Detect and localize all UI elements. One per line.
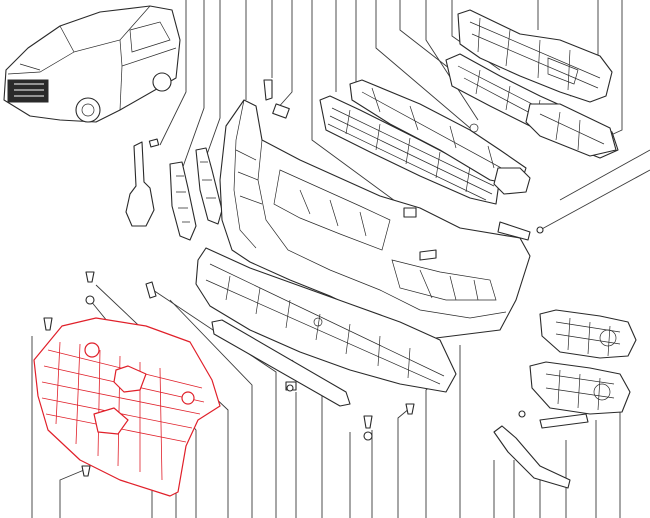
leader-line [179, 0, 205, 176]
leader-line [59, 469, 85, 518]
fog-light-housing-upper [539, 309, 637, 359]
vehicle-location-thumbnail [3, 5, 181, 123]
washer-icon [85, 295, 95, 305]
leader-line [159, 0, 187, 146]
corner-trim [493, 425, 571, 489]
leader-line [275, 0, 293, 111]
screw-icon [81, 465, 91, 477]
leader-line [311, 0, 411, 213]
leader-line [375, 0, 471, 129]
leader-line [425, 0, 479, 121]
corner-trim-pieces [493, 410, 589, 489]
washer-icon [286, 384, 294, 392]
trim-strip [539, 413, 589, 429]
side-trim-upper [195, 147, 223, 225]
bracket-icon [497, 221, 531, 241]
screw-icon [43, 317, 53, 331]
upper-reinforcement-beam [445, 9, 619, 159]
leader-line [425, 377, 441, 518]
side-trim-lower [125, 141, 155, 227]
washer-icon [363, 431, 373, 441]
screw-icon [405, 403, 415, 415]
screw-icon [263, 79, 273, 101]
upper-grille-insert [319, 79, 544, 241]
screw-icon [85, 271, 95, 283]
left-trim-strips [125, 79, 273, 299]
highlighted-grille-panel [33, 317, 221, 497]
leader-line [204, 0, 221, 161]
leader-line [149, 287, 277, 518]
leader-line [559, 149, 650, 201]
fog-light-housings [529, 309, 637, 415]
clip-icon [145, 281, 157, 299]
leader-line [539, 169, 650, 231]
lower-strip [211, 319, 351, 407]
leader-line [397, 407, 411, 518]
side-trim-mid [169, 161, 197, 241]
fasteners [43, 271, 415, 477]
screw-icon [363, 415, 373, 429]
fog-light-housing-lower [529, 361, 631, 415]
front-bumper-shell [219, 99, 531, 341]
leader-line [169, 299, 253, 518]
lower-spoiler [195, 247, 457, 407]
